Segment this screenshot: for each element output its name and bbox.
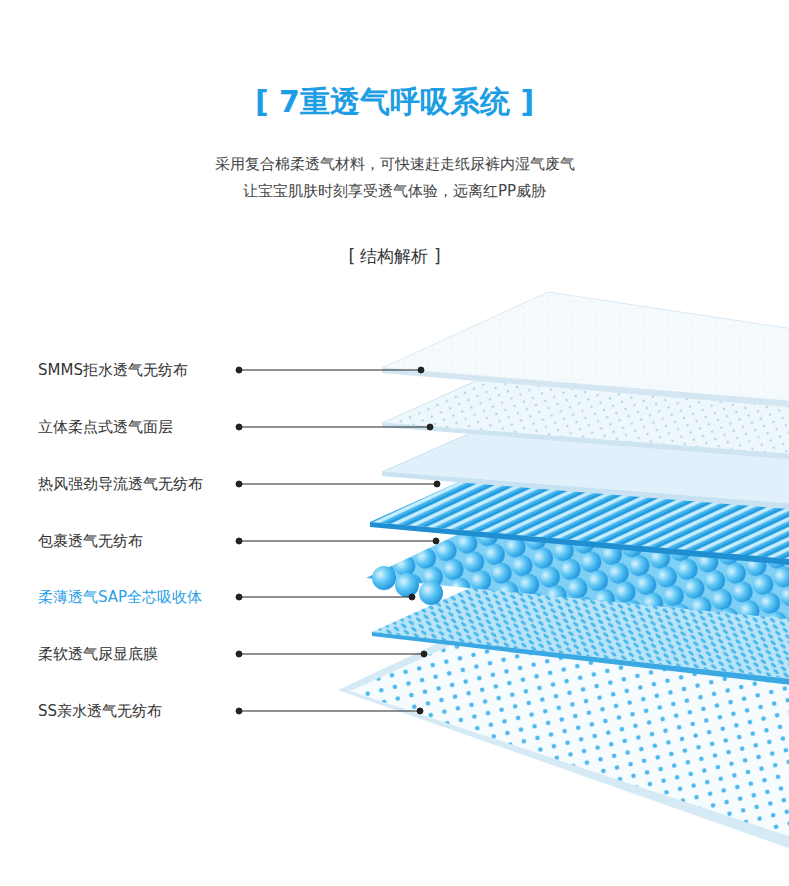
leader-dot [236, 594, 242, 600]
leader-line [239, 427, 430, 428]
layer-edge [382, 423, 789, 460]
leader-dot [236, 708, 242, 714]
layer-edge [370, 522, 789, 566]
layer-edge [382, 368, 789, 408]
layer-label: 热风强劲导流透气无纺布 [38, 474, 203, 494]
leader-dot [236, 367, 242, 373]
sap-ball [419, 581, 443, 605]
leader-dot [409, 594, 415, 600]
layer-label: 包裹透气无纺布 [38, 531, 143, 551]
leader-dot [433, 538, 439, 544]
leader-dot [427, 424, 433, 430]
leader-line [239, 654, 424, 655]
sap-ball [372, 566, 396, 590]
leader-line [239, 711, 420, 712]
leader-line [239, 597, 412, 598]
leader-line [239, 541, 436, 542]
layer-label: 柔薄透气SAP全芯吸收体 [38, 587, 202, 607]
leader-dot [236, 481, 242, 487]
intro-text: 采用复合棉柔透气材料，可快速赶走纸尿裤内湿气废气 [0, 154, 789, 174]
section-heading: [ 结构解析 ] [0, 246, 789, 266]
leader-dot [434, 481, 440, 487]
leader-dot [236, 651, 242, 657]
intro-text: 让宝宝肌肤时刻享受透气体验，远离红PP威胁 [0, 181, 789, 201]
leader-line [239, 370, 421, 371]
page-title: [ 7重透气呼吸系统 ] [0, 82, 789, 122]
leader-dot [236, 424, 242, 430]
leader-dot [421, 651, 427, 657]
layer-label: SMMS拒水透气无纺布 [38, 360, 188, 380]
layer-edge [382, 472, 789, 510]
layer-label: SS亲水透气无纺布 [38, 701, 162, 721]
leader-dot [418, 367, 424, 373]
layer-edge [372, 632, 789, 686]
layer-label: 立体柔点式透气面层 [38, 417, 173, 437]
leader-dot [417, 708, 423, 714]
leader-dot [236, 538, 242, 544]
sap-ball [395, 573, 419, 597]
leader-line [239, 484, 437, 485]
layer-label: 柔软透气尿显底膜 [38, 644, 158, 664]
